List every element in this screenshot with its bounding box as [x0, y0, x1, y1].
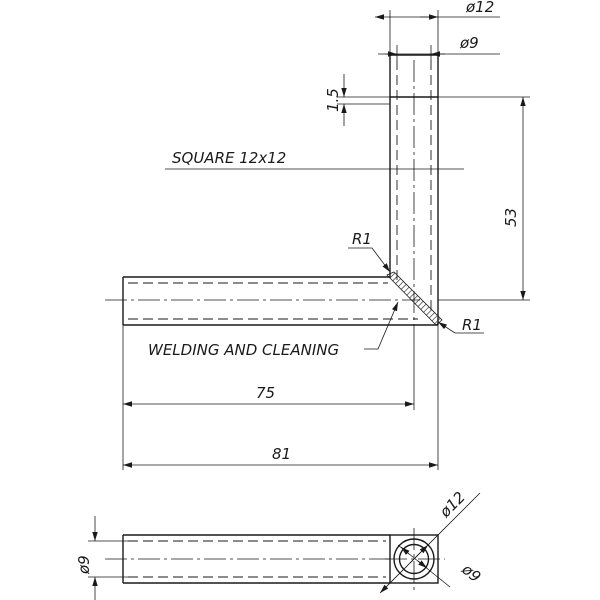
dim-75-label: 75	[256, 384, 275, 402]
dim-d12-top-label: ø12	[465, 0, 494, 16]
dim-arrow	[417, 560, 428, 569]
bottom-view	[105, 528, 445, 592]
bottom-dimensions: 75 81	[122, 325, 439, 470]
r1-top-label: R1	[352, 230, 372, 248]
right-dimensions: 53	[438, 96, 530, 301]
dim-arrow	[400, 546, 410, 555]
notes: SQUARE 12x12 R1 R1 WELDING AND CLEANING	[148, 149, 484, 359]
dim-line-d12-end	[379, 492, 481, 594]
dim-d12-end-label: ø12	[435, 488, 468, 521]
r1-bottom-leader	[437, 321, 484, 334]
dim-d9-end-label: ø9	[458, 560, 485, 586]
r1-top-leader	[348, 247, 391, 273]
weld-seam	[386, 271, 443, 326]
dim-d9-side-label: ø9	[75, 555, 93, 575]
dim-arrow	[409, 544, 429, 564]
square-label: SQUARE 12x12	[172, 149, 286, 167]
top-dimensions: ø12 ø9 1.5	[324, 0, 500, 126]
dim-81-label: 81	[272, 445, 291, 463]
dim-d9-top-label: ø9	[459, 34, 479, 52]
welding-leader	[364, 301, 399, 350]
welding-label: WELDING AND CLEANING	[148, 341, 339, 359]
r1-bottom-label: R1	[462, 316, 482, 334]
dim-chamfer-label: 1.5	[324, 88, 342, 112]
front-view	[105, 54, 443, 345]
dim-53-label: 53	[502, 208, 520, 227]
